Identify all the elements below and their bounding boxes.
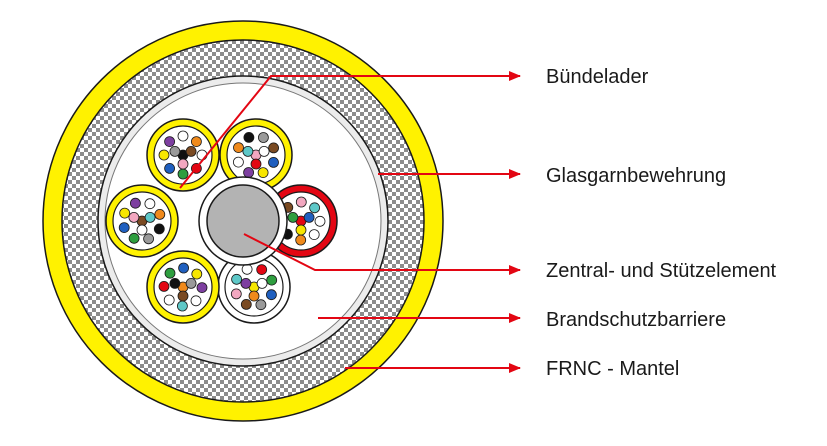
fiber — [177, 168, 189, 180]
fiber — [190, 136, 202, 148]
fiber — [232, 156, 244, 168]
fiber — [287, 211, 299, 223]
fiber — [256, 277, 268, 289]
fiber — [265, 289, 277, 301]
tube-bottom-left — [146, 250, 220, 324]
central-strength-member-core — [206, 184, 280, 258]
fiber — [118, 222, 130, 234]
fiber — [230, 288, 242, 300]
fiber — [250, 158, 262, 170]
fiber — [266, 274, 278, 286]
fiber — [164, 162, 176, 174]
fiber — [240, 298, 252, 310]
fiber — [129, 197, 141, 209]
fiber — [158, 280, 170, 292]
fiber — [185, 277, 197, 289]
fiber — [191, 268, 203, 280]
fiber — [240, 277, 252, 289]
fiber — [314, 215, 326, 227]
fiber — [308, 229, 320, 241]
fiber — [303, 211, 315, 223]
fiber — [257, 167, 269, 179]
fiber — [295, 196, 307, 208]
fiber — [143, 233, 155, 245]
fiber — [242, 145, 254, 157]
fiber — [233, 142, 244, 154]
label-zentral-stuetzelement: Zentral- und Stützelement — [546, 260, 777, 282]
label-glasgarnbewehrung: Glasgarnbewehrung — [546, 165, 726, 187]
fiber — [163, 294, 175, 306]
fiber — [169, 277, 181, 289]
pointer-buendelader — [179, 71, 521, 189]
fiber — [268, 156, 279, 168]
fiber — [177, 158, 189, 170]
fiber — [196, 282, 208, 294]
fiber — [295, 234, 307, 246]
tube-left — [105, 184, 179, 258]
fiber — [257, 132, 269, 143]
fiber — [158, 149, 170, 161]
fiber — [177, 130, 189, 142]
fiber — [241, 263, 253, 275]
fiber — [154, 208, 166, 220]
label-frnc-mantel: FRNC - Mantel — [546, 358, 679, 380]
tube-right — [264, 184, 338, 258]
fiber — [128, 211, 140, 223]
fiber — [268, 142, 280, 154]
fiber — [176, 300, 188, 312]
fiber — [190, 295, 202, 307]
label-buendelader: Bündelader — [546, 66, 649, 88]
fiber — [256, 264, 268, 276]
fiber — [153, 223, 165, 235]
fiber — [144, 211, 156, 223]
fiber — [231, 273, 243, 285]
pointer-zentral — [243, 233, 521, 275]
fiber — [248, 290, 260, 302]
fiber — [178, 262, 190, 274]
tube-top-left — [146, 118, 220, 192]
fiber — [255, 299, 267, 311]
fiber — [185, 145, 197, 157]
fiber — [144, 198, 156, 210]
fiber — [177, 290, 189, 302]
fiber — [243, 131, 255, 143]
fiber — [119, 207, 131, 219]
fiber — [136, 224, 148, 236]
fiber — [128, 232, 140, 244]
tube-top-right — [219, 118, 293, 192]
fiber — [164, 267, 176, 279]
fiber — [169, 145, 181, 157]
fiber — [309, 202, 321, 214]
fiber — [295, 224, 307, 236]
fiber — [258, 145, 270, 157]
fiber — [196, 149, 208, 161]
loose-tubes-group — [105, 118, 338, 324]
fiber — [243, 167, 255, 178]
label-brandschutzbarriere: Brandschutzbarriere — [546, 309, 726, 331]
fiber — [164, 136, 176, 148]
